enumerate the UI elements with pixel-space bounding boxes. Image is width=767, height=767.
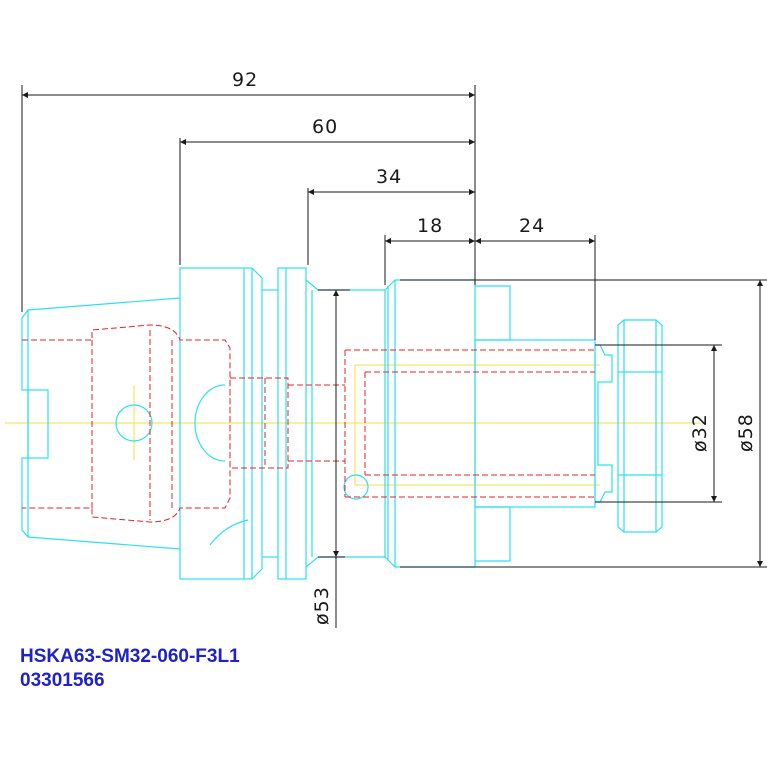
dimension-lines [21, 85, 767, 628]
centerlines [5, 364, 700, 486]
dim-flange-diameter: ø53 [311, 586, 333, 625]
dim-body-diameter: ø58 [735, 413, 757, 452]
dim-gauge-length: 60 [312, 116, 338, 138]
dim-overall-length: 92 [232, 69, 258, 91]
tool-holder-outline [21, 267, 663, 580]
dim-flange-to-end: 34 [376, 166, 402, 188]
dim-bore-diameter: ø32 [689, 413, 711, 452]
part-number: HSKA63-SM32-060-F3L1 [20, 646, 240, 667]
dim-nose-length: 18 [417, 215, 443, 237]
hidden-lines [22, 324, 595, 523]
order-number: 03301566 [20, 670, 105, 691]
dim-clamp-length: 24 [519, 215, 545, 237]
